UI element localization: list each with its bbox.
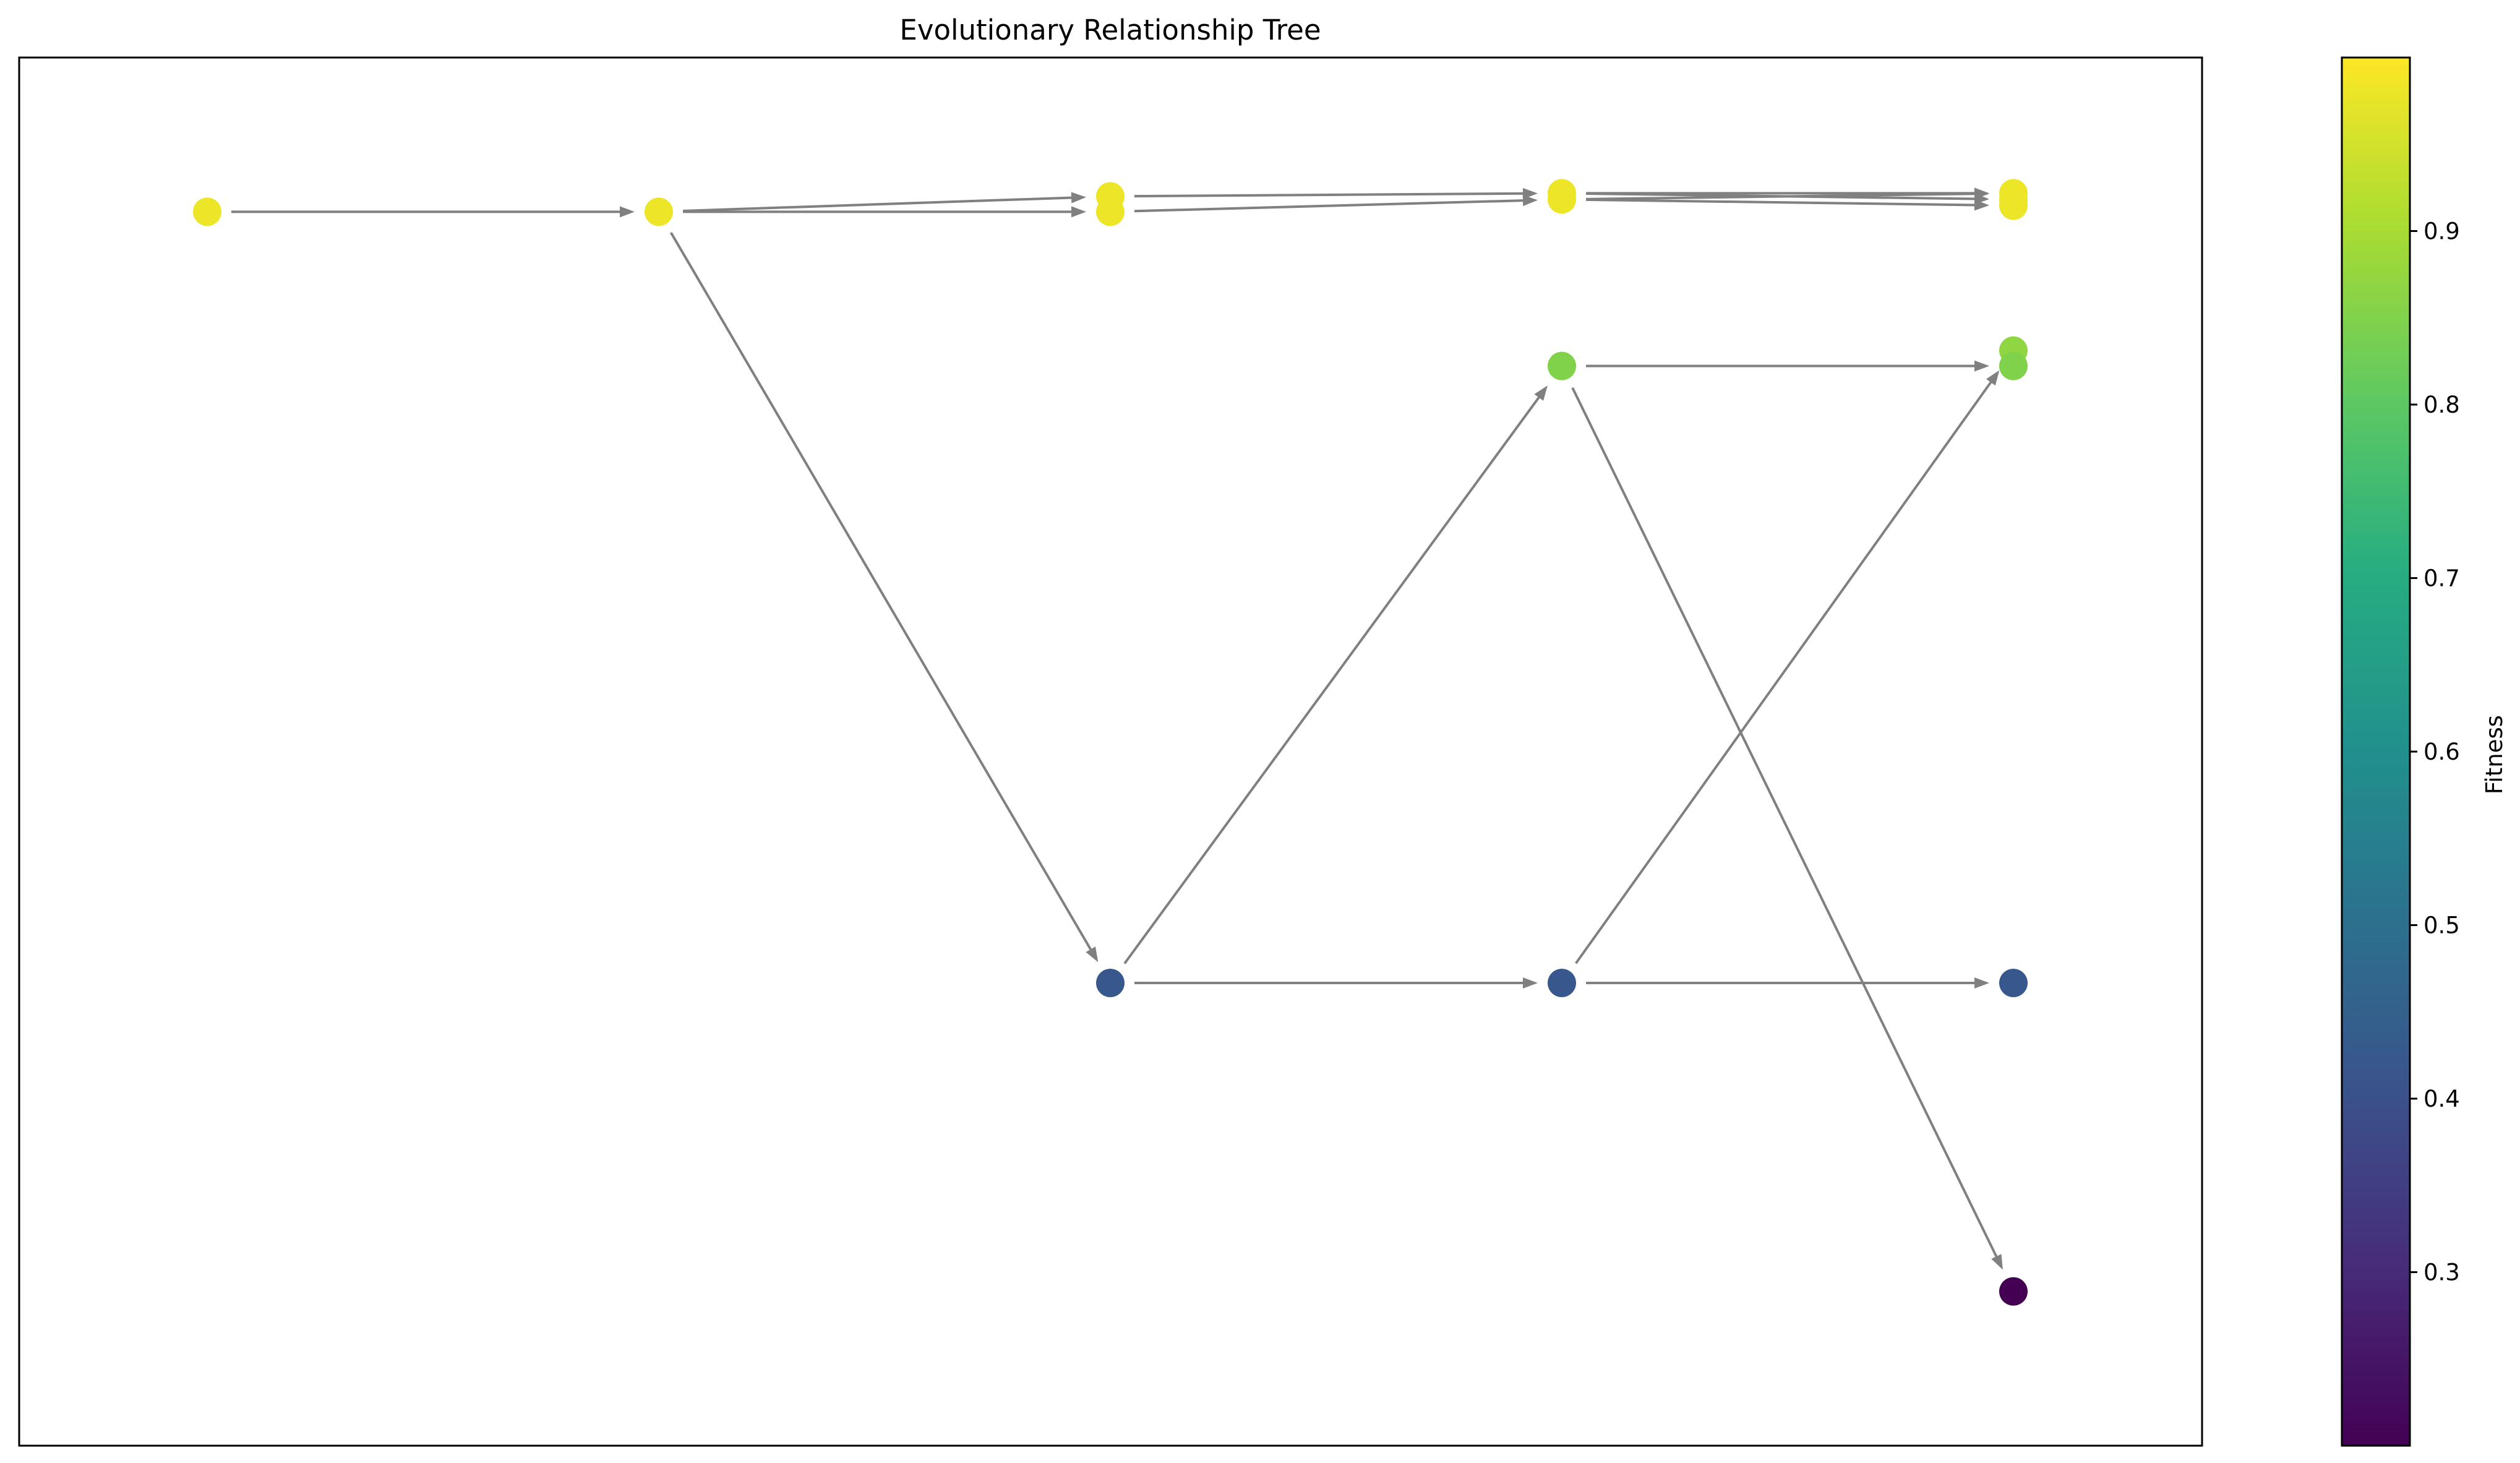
colorbar-tick-label: 0.8: [2424, 392, 2460, 418]
edge-arrowhead: [1974, 188, 1990, 200]
colorbar-tick-label: 0.6: [2424, 739, 2460, 765]
edge-arrowhead: [620, 206, 635, 218]
colorbar-gradient: [2342, 58, 2410, 1446]
edge-g1a-g2a: [682, 192, 1087, 213]
edge-g0a-g1a: [231, 206, 635, 218]
edge-arrowhead: [1086, 946, 1099, 963]
colorbar-tick-label: 0.9: [2424, 218, 2460, 245]
edge-line: [669, 231, 1095, 956]
edge-g3c-g4g: [1571, 387, 2003, 1270]
edge-g2c-g3c: [1123, 385, 1548, 964]
colorbar-ticks: 0.3 0.4 0.5 0.6 0.7 0.8 0.9: [2410, 218, 2460, 1286]
edge-arrowhead: [1523, 977, 1538, 989]
edge-g3b-g4c: [1585, 198, 1990, 211]
edge-arrowhead: [1974, 977, 1989, 989]
node-g2b: [1096, 197, 1125, 226]
node-g3c: [1548, 351, 1576, 380]
edge-line: [682, 196, 1078, 213]
node-g3b: [1548, 185, 1576, 214]
edge-g1a-g2b: [683, 206, 1086, 218]
colorbar-label: Fitness: [2481, 715, 2508, 794]
edge-line: [1123, 392, 1544, 964]
edges-layer: [231, 187, 2003, 1270]
edge-line: [1575, 376, 1995, 964]
edge-line: [1134, 199, 1530, 213]
edge-arrowhead: [1522, 195, 1538, 207]
edge-g1a-g2c: [669, 231, 1099, 963]
colorbar-tick-label: 0.7: [2424, 565, 2460, 592]
edge-g2b-g3b: [1134, 195, 1538, 213]
node-g3d: [1548, 969, 1576, 997]
plot-area: [18, 56, 2203, 1447]
edge-arrowhead: [1991, 1254, 2003, 1270]
colorbar-tick-label: 0.3: [2424, 1259, 2460, 1286]
edge-g3c-g4e: [1586, 360, 1989, 372]
edge-line: [1134, 192, 1530, 198]
nodes-layer: [193, 179, 2028, 1306]
node-g2c: [1096, 969, 1125, 997]
colorbar-tick-label: 0.4: [2424, 1086, 2460, 1112]
edge-g3d-g4f: [1586, 977, 1989, 989]
node-g4g: [1999, 1277, 2028, 1306]
node-g4c: [1999, 191, 2028, 220]
colorbar-tick-label: 0.5: [2424, 912, 2460, 939]
edge-arrowhead: [1974, 360, 1989, 372]
edge-line: [1571, 387, 2000, 1263]
edge-g2c-g3d: [1134, 977, 1538, 989]
node-g4f: [1999, 969, 2028, 997]
node-g4e: [1999, 351, 2028, 380]
plot-frame: [18, 56, 2203, 1447]
edge-line: [1585, 198, 1981, 207]
colorbar: 0.3 0.4 0.5 0.6 0.7 0.8 0.9 Fitness: [2341, 56, 2508, 1447]
edge-arrowhead: [1986, 370, 2000, 386]
edge-arrowhead: [1534, 385, 1548, 401]
edge-arrowhead: [1974, 199, 1990, 211]
edge-arrowhead: [1071, 206, 1086, 218]
edge-line: [1585, 192, 1981, 200]
chart-title: Evolutionary Relationship Tree: [899, 14, 1321, 46]
edge-arrowhead: [1071, 192, 1087, 204]
node-g0a: [193, 197, 221, 226]
node-g1a: [645, 197, 673, 226]
edge-g3d-g4d: [1575, 370, 2000, 964]
edge-g3b-g4a: [1585, 188, 1990, 200]
